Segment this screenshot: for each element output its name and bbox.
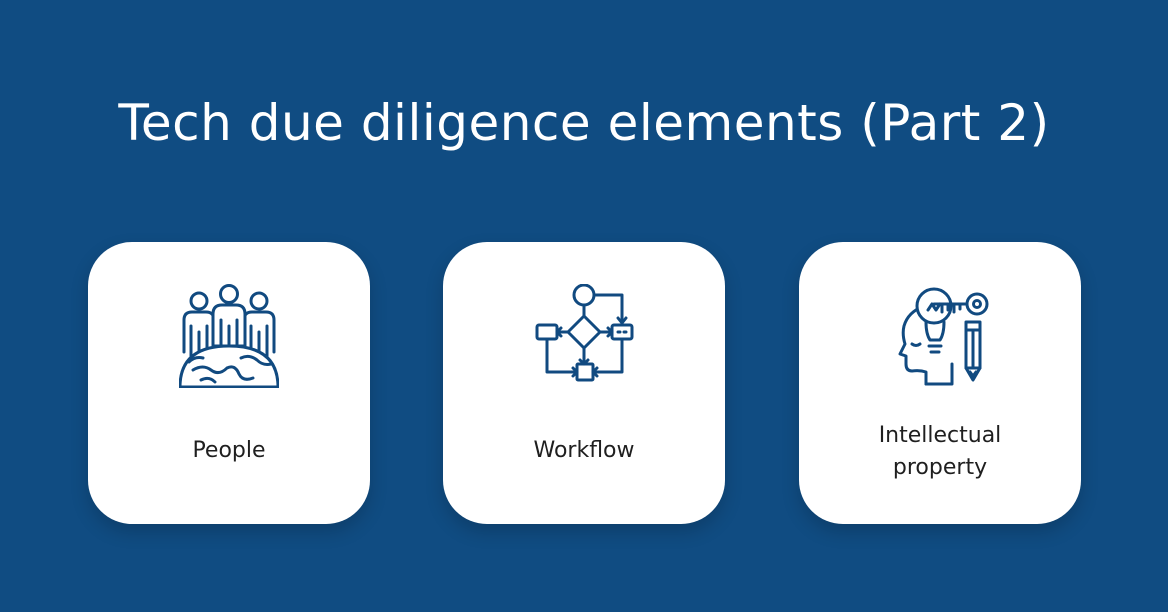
page-title: Tech due diligence elements (Part 2) — [118, 94, 1050, 152]
head-lightbulb-key-icon — [890, 284, 990, 388]
card-intellectual-property: Intellectual property — [799, 242, 1081, 524]
card-label-intellectual-property: Intellectual property — [819, 420, 1061, 484]
card-label-people: People — [192, 438, 266, 463]
card-label-line-2: property — [892, 455, 988, 480]
flowchart-icon — [534, 284, 634, 388]
card-label-line-1: Intellectual — [878, 423, 1002, 448]
people-globe-icon — [179, 284, 279, 388]
card-label-workflow: Workflow — [533, 438, 635, 463]
card-people: People — [88, 242, 370, 524]
card-workflow: Workflow — [443, 242, 725, 524]
